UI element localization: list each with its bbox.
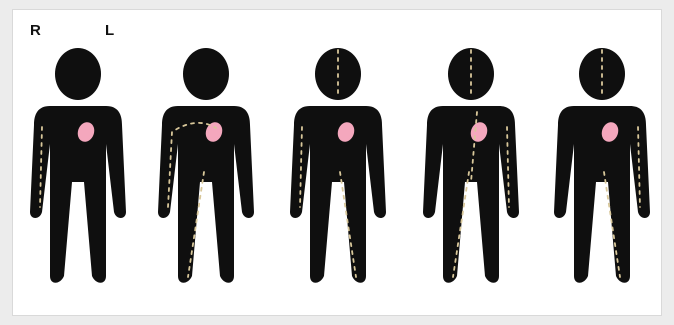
figure-5 [554, 48, 650, 283]
figure-4 [423, 48, 519, 283]
figure-2 [158, 48, 254, 283]
figure-3 [290, 48, 386, 283]
body-silhouette [30, 48, 126, 283]
figure-1 [30, 48, 126, 283]
body-silhouette [158, 48, 254, 283]
